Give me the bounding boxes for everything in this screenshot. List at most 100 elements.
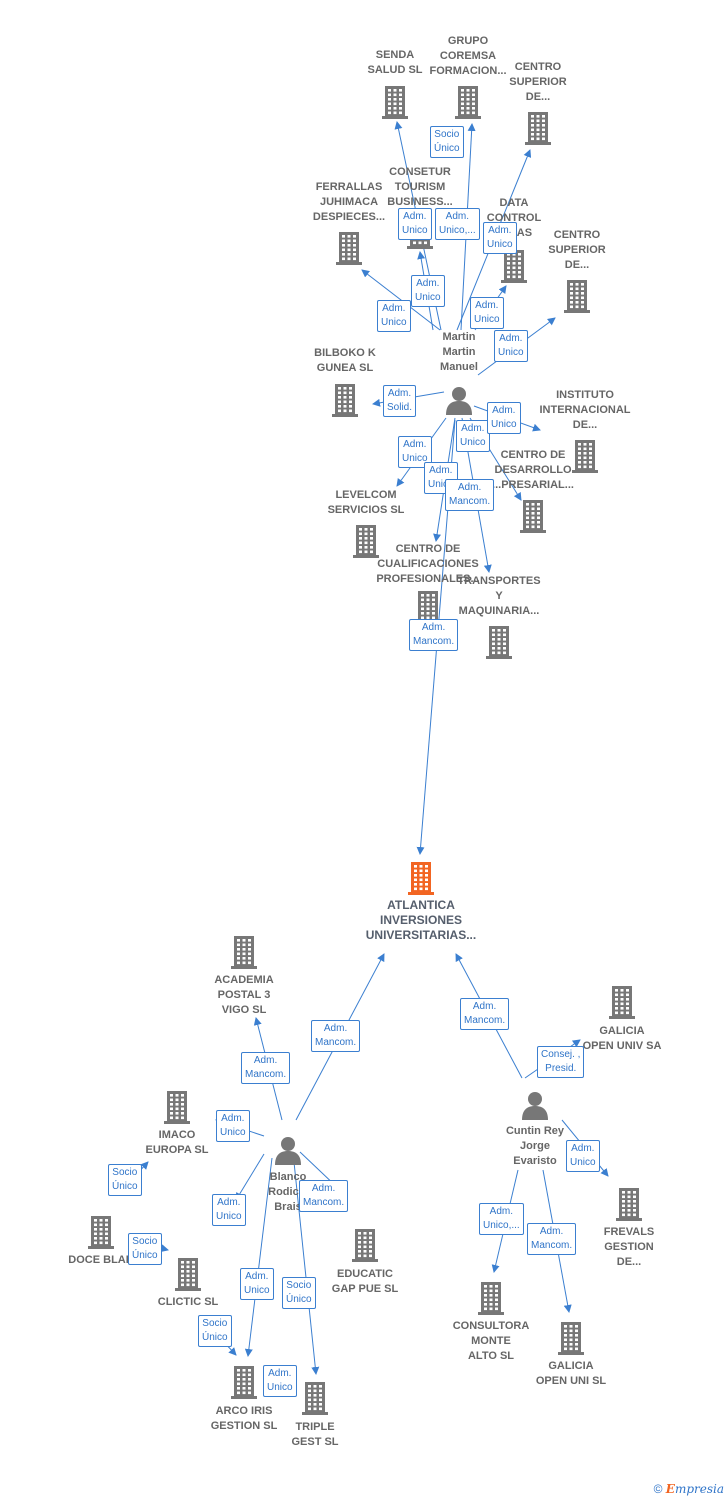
relation-badge[interactable]: Adm.Unico (216, 1110, 250, 1142)
label-line: GAP PUE SL (331, 1283, 399, 1295)
building-icon (572, 440, 598, 473)
badge-line: Mancom. (531, 1240, 573, 1251)
relation-badge[interactable]: Adm.Unico (240, 1268, 274, 1300)
relation-badge[interactable]: Adm.Mancom. (460, 998, 510, 1030)
relation-badge[interactable]: Adm.Solid. (383, 385, 417, 417)
company-node-doce[interactable]: DOCE BLAR (41, 1216, 161, 1268)
building-icon (164, 1091, 190, 1124)
badge-line: Adm. (429, 465, 453, 476)
relation-badge[interactable]: Adm.Unico (212, 1194, 246, 1226)
badge-line: Adm. (539, 1226, 564, 1237)
badge-line: Adm. (421, 622, 446, 633)
label-line: Rodic... (268, 1186, 308, 1198)
label-line: CUALIFICACIONES (377, 558, 479, 570)
relation-badge[interactable]: Adm.Mancom. (241, 1052, 291, 1084)
relation-badge[interactable]: Adm.Unico,... (435, 208, 480, 240)
building-icon (382, 86, 408, 119)
label-line: ACADEMIA (214, 974, 274, 986)
badge-line: Adm. (488, 225, 512, 236)
label-line: CENTRO (553, 229, 601, 241)
label-line: Manuel (440, 361, 478, 373)
relation-badge[interactable]: Adm.Unico (494, 330, 528, 362)
building-icon (478, 1282, 504, 1315)
relation-badge[interactable]: Adm.Unico (487, 402, 521, 434)
edge-line (293, 1161, 320, 1375)
relation-badge[interactable]: Adm.Unico (483, 222, 517, 254)
relation-badge[interactable]: Adm.Mancom. (299, 1180, 349, 1212)
badge-line: Unico (428, 479, 454, 490)
node-label: CLICTIC SL (128, 1295, 248, 1310)
relation-badge[interactable]: Consej. ,Presid. (537, 1046, 585, 1078)
relation-badge[interactable]: Adm.Unico (470, 297, 504, 329)
badge-line: Presid. (545, 1063, 577, 1074)
relation-badge[interactable]: Adm.Unico (411, 275, 445, 307)
label-line: SUPERIOR (548, 244, 606, 256)
building-icon (564, 280, 590, 313)
label-line: DE... (616, 1256, 642, 1268)
label-line: GUNEA SL (316, 362, 374, 374)
label-line: Cuntin Rey (505, 1125, 565, 1137)
badge-line: Solid. (387, 402, 413, 413)
badge-line: Adm. (475, 300, 499, 311)
badge-line: Unico (244, 1285, 270, 1296)
relation-badge[interactable]: Adm.Unico (263, 1365, 297, 1397)
badge-line: Adm. (311, 1183, 336, 1194)
company-node-clictic[interactable]: CLICTIC SL (128, 1258, 248, 1310)
relation-badge[interactable]: Adm. Mancom. (527, 1223, 577, 1255)
badge-line: Socio (286, 1280, 312, 1291)
relation-badge[interactable]: Adm.Unico (456, 420, 490, 452)
badge-line: Unico (267, 1382, 293, 1393)
edge-line (244, 1157, 273, 1357)
badge-line: Unico (570, 1157, 596, 1168)
label-line: TRIPLE (295, 1421, 335, 1433)
badge-line: Socio (132, 1236, 158, 1247)
relation-badge[interactable]: Adm.Unico,... (479, 1203, 524, 1235)
relation-badge[interactable]: Adm.Mancom. (311, 1020, 361, 1052)
label-line: Blanco (269, 1171, 307, 1183)
label-line: PROFESIONALES... (376, 573, 480, 585)
relation-badge[interactable]: Adm.Mancom. (445, 479, 495, 511)
relation-badge[interactable]: Adm.Unico (566, 1140, 600, 1172)
label-line: DOCE BLAR (68, 1254, 134, 1266)
relation-badge[interactable]: Adm.Unico (398, 208, 432, 240)
relation-badge[interactable]: Adm.Mancom. (409, 619, 459, 651)
relation-badge[interactable]: Adm.Unico (377, 300, 411, 332)
label-line: Y (495, 590, 503, 602)
